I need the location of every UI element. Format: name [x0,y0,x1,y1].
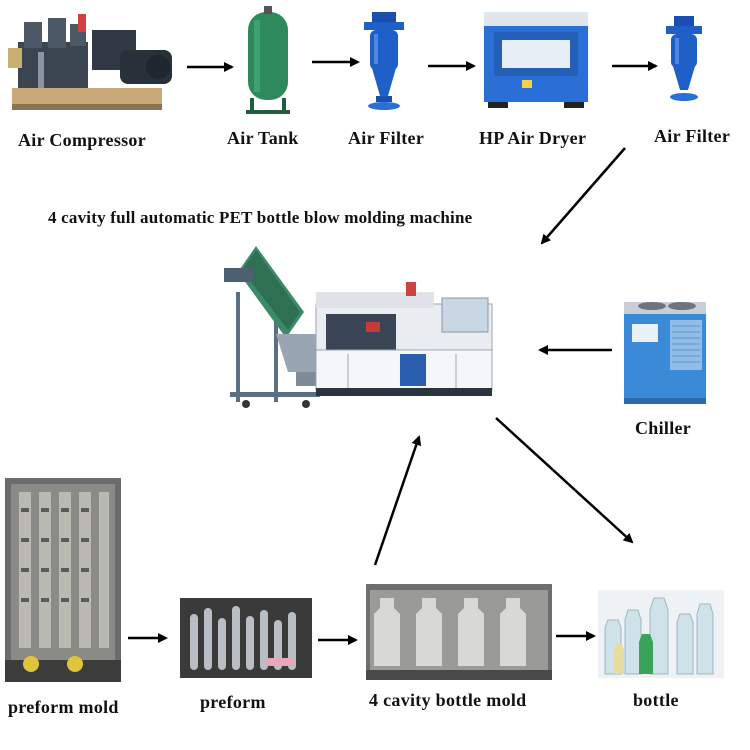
diagram-title: 4 cavity full automatic PET bottle blow … [48,208,473,227]
air-filter-label-2: Air Filter [654,126,731,146]
air-filter-image-1 [364,4,404,110]
bottle-mold-image [366,584,552,680]
chiller-image [622,298,708,406]
bottle-mold-label: 4 cavity bottle mold [369,690,527,710]
hp-air-dryer-label: HP Air Dryer [479,128,587,148]
arrow-machine-to-bottle [495,417,634,544]
air-filter-image-2 [666,10,702,102]
bottle-image [598,590,724,678]
chiller-label: Chiller [635,418,692,438]
preform-mold-image [5,478,121,682]
air-compressor-label: Air Compressor [18,130,147,150]
air-tank-image [242,6,294,116]
preform-image [180,598,312,678]
air-compressor-image [8,12,178,114]
air-tank-label: Air Tank [227,128,299,148]
blow-molding-machine-image [216,242,496,414]
preform-mold-label: preform mold [8,697,119,717]
arrow-bottlemold-to-machine [373,435,422,566]
air-filter-label-1: Air Filter [348,128,425,148]
hp-air-dryer-image [480,10,592,108]
preform-label: preform [200,692,266,712]
bottle-label: bottle [633,690,679,710]
arrow-filter-to-machine [540,147,626,245]
